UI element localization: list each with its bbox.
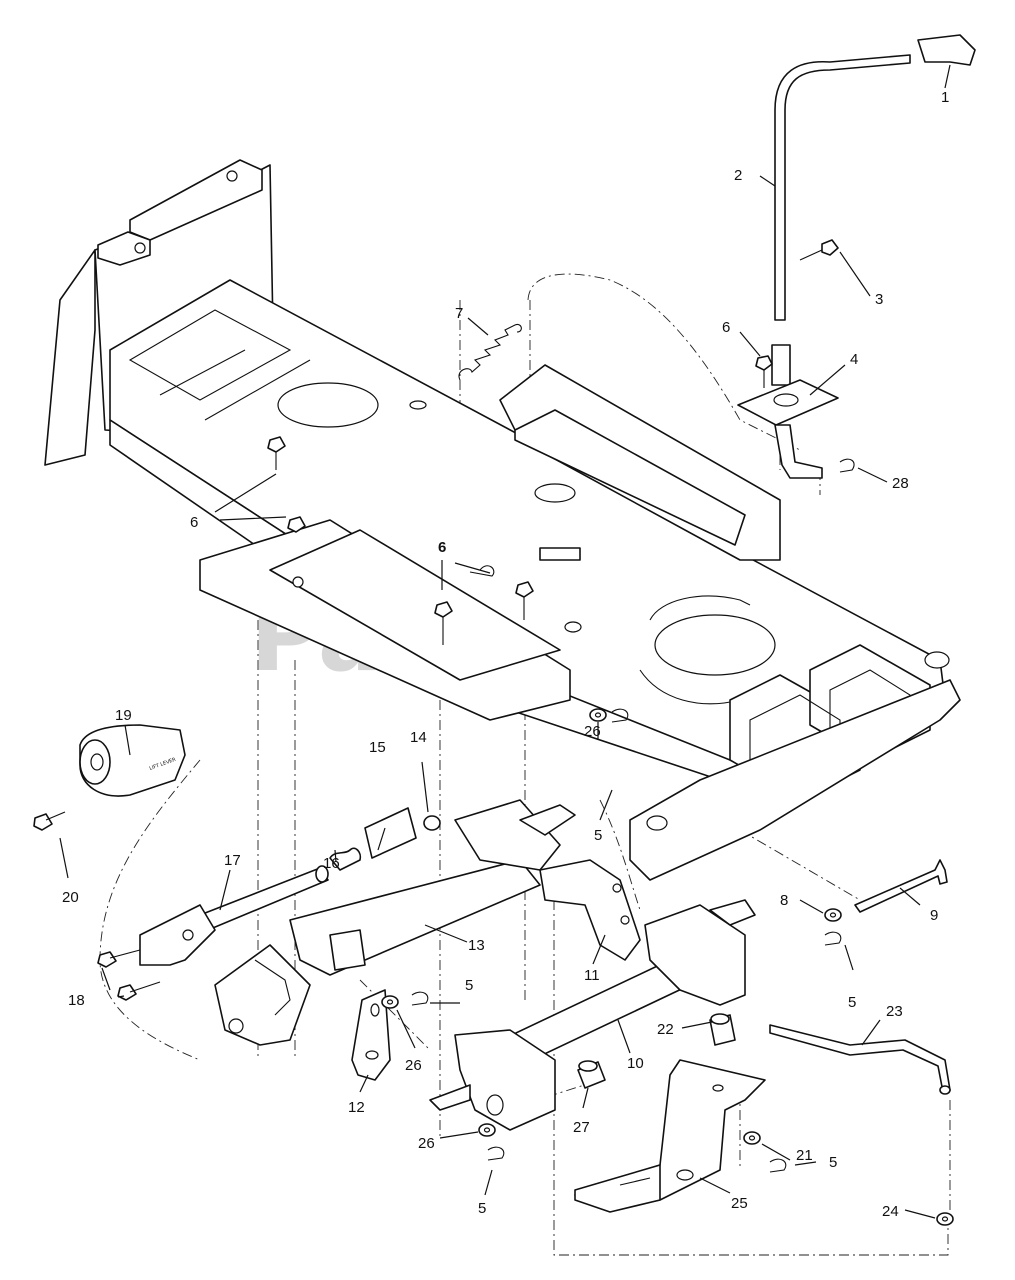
callout-26-c: 26 (418, 1135, 435, 1152)
grip-handle (917, 34, 976, 66)
lift-shaft (97, 807, 441, 1046)
washers-clips (381, 708, 954, 1226)
callout-1: 1 (941, 89, 949, 106)
callout-27: 27 (573, 1119, 590, 1136)
callout-19: 19 (115, 707, 132, 724)
frame-bolts (267, 436, 534, 645)
callout-5-b: 5 (465, 977, 473, 994)
callout-15: 15 (369, 739, 386, 756)
callout-25: 25 (731, 1195, 748, 1212)
callout-5-e: 5 (829, 1154, 837, 1171)
callout-14: 14 (410, 729, 427, 746)
callout-2: 2 (734, 167, 742, 184)
lift-arm-13 (289, 799, 576, 976)
callout-3: 3 (875, 291, 883, 308)
footrest-plate (199, 519, 571, 721)
callout-28: 28 (892, 475, 909, 492)
callout-17: 17 (224, 852, 241, 869)
callout-24: 24 (882, 1203, 899, 1220)
frame (44, 159, 961, 881)
callout-26-b: 26 (405, 1057, 422, 1074)
small-parts (351, 989, 736, 1089)
callout-16: 16 (323, 855, 340, 872)
callout-6-b: 6 (190, 514, 198, 531)
callout-12: 12 (348, 1099, 365, 1116)
callout-13: 13 (468, 937, 485, 954)
callout-6-a: 6 (722, 319, 730, 336)
callout-23: 23 (886, 1003, 903, 1020)
callout-4: 4 (850, 351, 858, 368)
callout-8: 8 (780, 892, 788, 909)
callout-26-a: 26 (584, 723, 601, 740)
callout-6-c: 6 (438, 539, 446, 556)
callout-10: 10 (627, 1055, 644, 1072)
callout-7: 7 (455, 305, 463, 322)
callout-5-a: 5 (594, 827, 602, 844)
leader-lines (59, 64, 951, 1219)
lift-knob: LIFT LEVER (33, 724, 186, 831)
callout-22: 22 (657, 1021, 674, 1038)
rods (769, 859, 951, 1095)
lift-arm-10 (429, 859, 756, 1131)
callout-18: 18 (68, 992, 85, 1009)
callouts: 1 2 3 4 5 5 5 5 5 6 6 6 7 8 9 10 11 12 1… (62, 89, 949, 1220)
spring (458, 323, 522, 381)
callout-21: 21 (796, 1147, 813, 1164)
callout-5-c: 5 (478, 1200, 486, 1217)
callout-20: 20 (62, 889, 79, 906)
bracket-25 (574, 1059, 766, 1213)
callout-11: 11 (584, 967, 600, 984)
callout-5-d: 5 (848, 994, 856, 1011)
lift-lever-assembly (737, 34, 976, 479)
callout-9: 9 (930, 907, 938, 924)
